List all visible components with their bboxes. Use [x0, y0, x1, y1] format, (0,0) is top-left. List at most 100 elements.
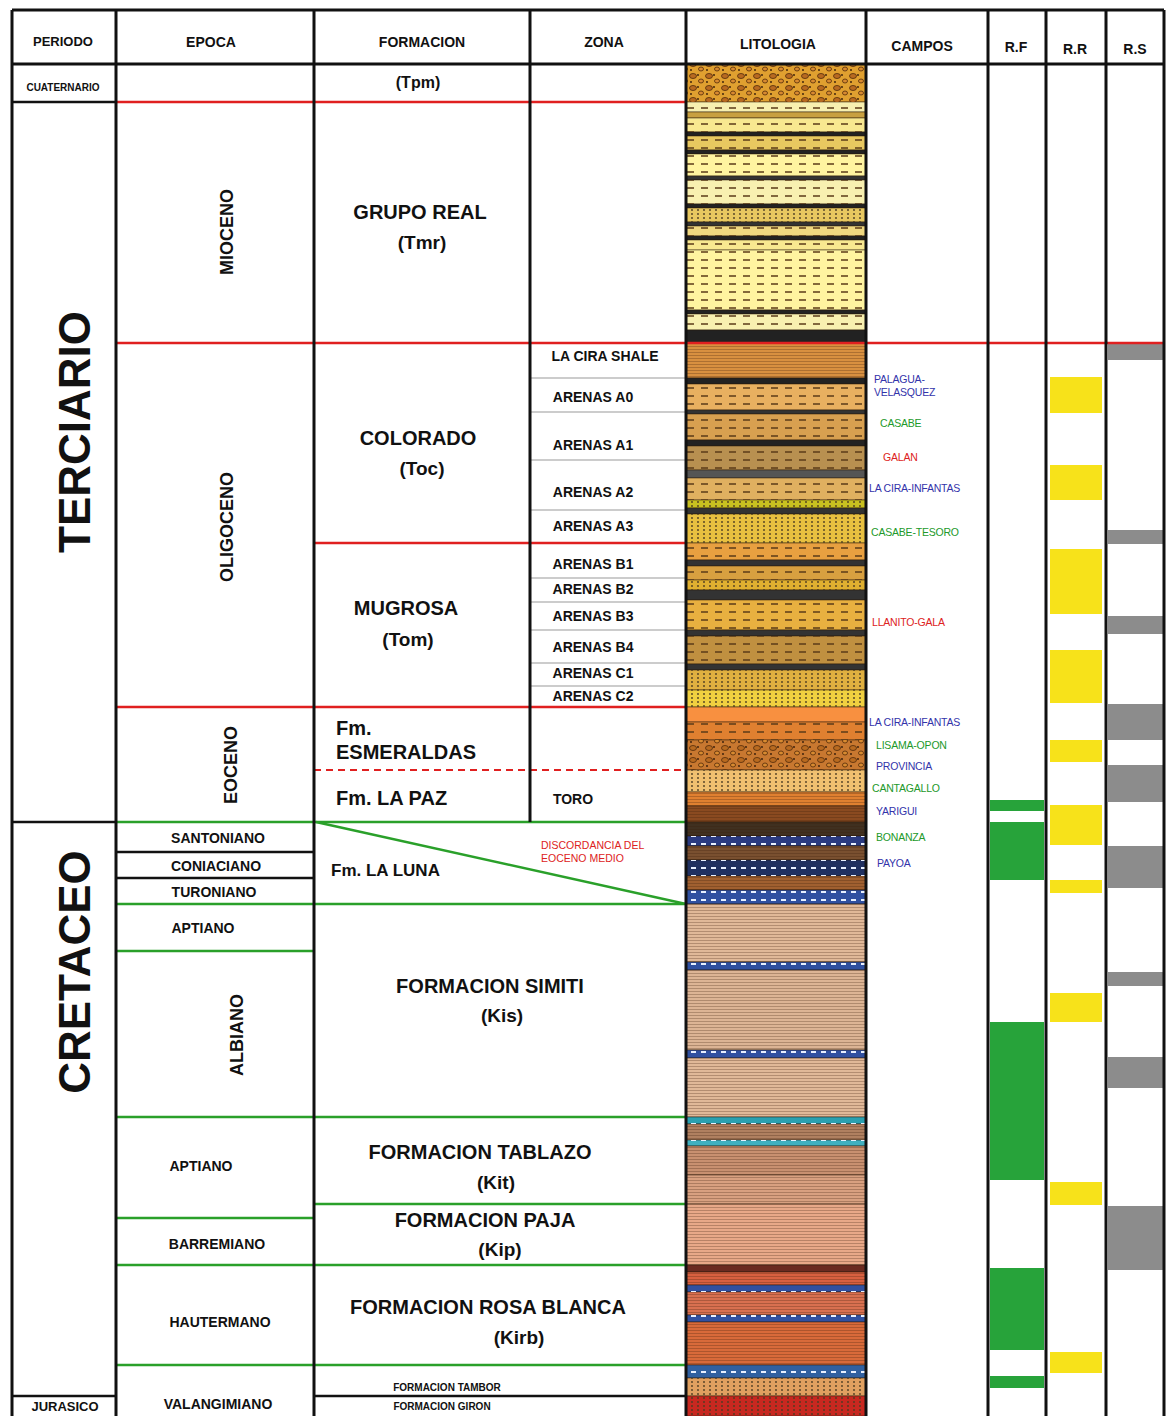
stage-label: TURONIANO	[172, 884, 257, 901]
rock-pattern	[686, 822, 866, 836]
column-header: CAMPOS	[891, 38, 952, 55]
formation-name: Fm. LA LUNA	[331, 861, 440, 881]
boundary-line	[116, 950, 314, 953]
boundary-line	[1105, 10, 1108, 1416]
rock-layer	[686, 630, 866, 636]
column-header: R.S	[1123, 41, 1146, 58]
rock-layer	[686, 860, 866, 876]
rock-layer	[686, 446, 866, 470]
reservoir-rock-bar	[1050, 1352, 1102, 1373]
rock-layer	[686, 904, 866, 962]
boundary-line	[314, 1395, 686, 1398]
formation-name: FORMACION SIMITI	[396, 974, 584, 998]
rock-layer	[686, 806, 866, 822]
boundary-line	[530, 663, 686, 664]
field-name: PROVINCIA	[876, 760, 932, 773]
zone-label: ARENAS A3	[553, 518, 633, 535]
boundary-line	[530, 412, 686, 413]
seal-rock-bar	[1108, 1206, 1164, 1270]
lithology-column	[686, 64, 866, 1416]
zone-label: ARENAS B1	[553, 556, 634, 573]
unconformity-note: DISCORDANCIA DEL EOCENO MEDIO	[541, 839, 671, 864]
rock-pattern	[686, 1117, 866, 1124]
field-name: YARIGUI	[876, 805, 917, 818]
seal-rock-bar	[1108, 765, 1164, 802]
rock-layer	[686, 240, 866, 250]
rock-layer	[686, 470, 866, 478]
reservoir-rock-bar	[1050, 650, 1102, 703]
reservoir-rock-bar	[1050, 377, 1102, 413]
boundary-line	[865, 10, 868, 1416]
formation-name: FORMACION GIRON	[393, 1401, 490, 1413]
rock-layer	[686, 1378, 866, 1396]
rock-pattern	[686, 1292, 866, 1315]
stage-label: HAUTERMANO	[169, 1314, 270, 1331]
column-header: R.R	[1063, 41, 1087, 58]
period-label: TERCIARIO	[49, 311, 102, 553]
rock-pattern	[686, 836, 866, 846]
rock-pattern	[686, 740, 866, 770]
source-rock-bar	[990, 1376, 1044, 1388]
formation-code: (Tom)	[382, 629, 433, 652]
formation-name: Fm. LA PAZ	[336, 786, 447, 810]
rock-pattern	[686, 500, 866, 508]
boundary-line	[530, 578, 686, 579]
epoch-label: MIOCENO	[217, 189, 239, 275]
rock-layer	[686, 1396, 866, 1416]
rock-pattern	[686, 343, 866, 378]
rock-layer	[686, 1146, 866, 1175]
formation-name: FORMACION TAMBOR	[393, 1382, 501, 1394]
seal-rock-bar	[1108, 846, 1164, 888]
rock-layer	[686, 1265, 866, 1272]
formation-code: (Tpm)	[396, 73, 440, 92]
rock-pattern	[686, 478, 866, 500]
zone-label: TORO	[553, 791, 593, 808]
rock-layer	[686, 1050, 866, 1058]
seal-rock-bar	[1108, 616, 1164, 634]
boundary-line	[116, 1217, 314, 1220]
rock-layer	[686, 1175, 866, 1204]
rock-layer	[686, 440, 866, 446]
boundary-line	[530, 510, 686, 511]
column-header: PERIODO	[33, 34, 93, 50]
formation-code: (Toc)	[399, 458, 444, 481]
seal-rock-bar	[1108, 972, 1164, 986]
stage-label: VALANGIMIANO	[164, 1396, 273, 1413]
rock-layer	[686, 1058, 866, 1117]
boundary-line	[1045, 10, 1048, 1416]
rock-pattern	[686, 64, 866, 102]
rock-layer	[686, 478, 866, 500]
boundary-line	[12, 9, 1164, 12]
rock-layer	[686, 378, 866, 384]
rock-layer	[686, 410, 866, 414]
rock-pattern	[686, 566, 866, 580]
rock-pattern	[686, 240, 866, 250]
rock-layer	[686, 600, 866, 630]
reservoir-rock-bar	[1050, 465, 1102, 500]
rock-layer	[686, 792, 866, 806]
formation-code: (Kis)	[481, 1005, 523, 1028]
rock-layer	[686, 566, 866, 580]
rock-layer	[686, 846, 866, 860]
rock-layer	[686, 508, 866, 514]
boundary-line	[530, 686, 686, 687]
seal-rock-bar	[1108, 343, 1164, 360]
rock-layer	[686, 150, 866, 154]
rock-layer	[686, 636, 866, 664]
boundary-line	[116, 821, 686, 824]
rock-pattern	[686, 180, 866, 204]
formation-code: (Kip)	[478, 1239, 521, 1262]
rock-pattern	[686, 970, 866, 1050]
column-header: EPOCA	[186, 34, 236, 51]
rock-pattern	[686, 690, 866, 707]
rock-layer	[686, 64, 866, 102]
zone-label: ARENAS A1	[553, 437, 633, 454]
rock-layer	[686, 154, 866, 176]
rock-layer	[686, 690, 866, 707]
rock-pattern	[686, 1396, 866, 1416]
boundary-line	[116, 706, 686, 709]
rock-layer	[686, 132, 866, 136]
stage-label: SANTONIANO	[171, 830, 265, 847]
reservoir-rock-bar	[1050, 805, 1102, 845]
